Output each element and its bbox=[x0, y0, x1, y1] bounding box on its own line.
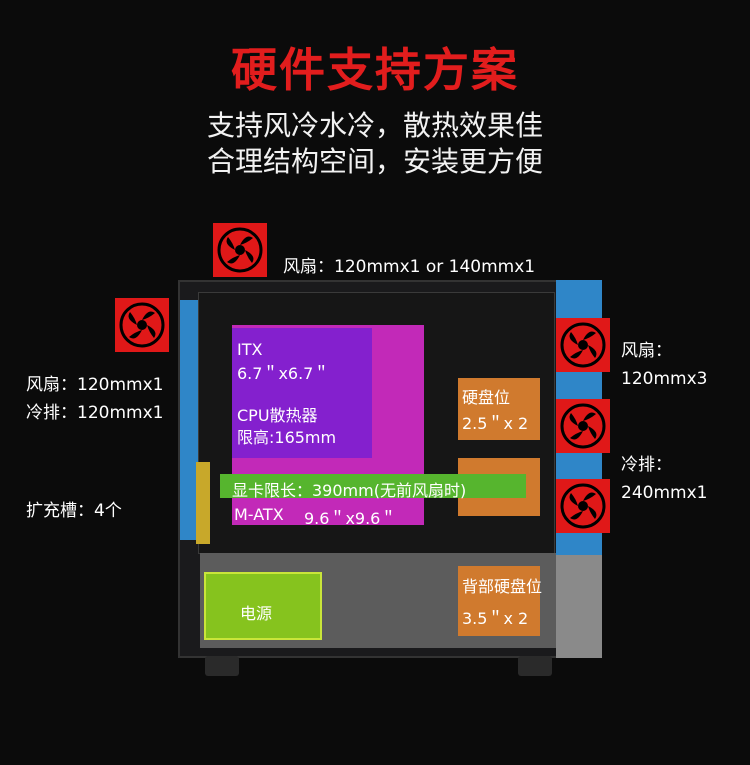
rear-drive-size: 3.5＂x 2 bbox=[462, 609, 529, 628]
itx-size: 6.7＂x6.7＂ bbox=[237, 364, 330, 383]
cooler-limit: 限高:165mm bbox=[237, 428, 337, 447]
psu-zone bbox=[204, 572, 322, 640]
gpu-length-bar bbox=[220, 474, 526, 498]
rear-fan-zone bbox=[180, 300, 198, 540]
front-panel-lower bbox=[556, 555, 602, 658]
page-title: 硬件支持方案 bbox=[231, 43, 519, 97]
fan-icon bbox=[556, 399, 610, 453]
matx-label: M-ATX bbox=[234, 505, 284, 524]
top-fan-label: 风扇：120mmx1 or 140mmx1 bbox=[283, 257, 536, 277]
psu-label: 电源 bbox=[240, 604, 273, 623]
fan-icon bbox=[556, 479, 610, 533]
cooler-label: CPU散热器 bbox=[237, 406, 318, 425]
left-fan-label: 风扇：120mmx1 bbox=[26, 375, 164, 395]
case-foot-left bbox=[205, 656, 239, 676]
itx-board-zone bbox=[232, 328, 372, 458]
left-radiator-label: 冷排：120mmx1 bbox=[26, 403, 164, 423]
rear-drive-title: 背部硬盘位 bbox=[462, 577, 543, 596]
right-radiator-title: 冷排： bbox=[621, 455, 672, 475]
gpu-limit-label: 显卡限长：390mm(无前风扇时) bbox=[232, 481, 467, 500]
fan-icon bbox=[115, 298, 169, 352]
right-radiator-value: 240mmx1 bbox=[621, 483, 708, 503]
fan-icon bbox=[213, 223, 267, 277]
drive-bay-zone bbox=[458, 378, 540, 440]
case-foot-right bbox=[518, 656, 552, 676]
subtitle-line-1: 支持风冷水冷，散热效果佳 bbox=[206, 109, 543, 142]
itx-label: ITX bbox=[237, 340, 263, 359]
right-fan-title: 风扇： bbox=[621, 341, 672, 361]
right-fan-value: 120mmx3 bbox=[621, 369, 708, 389]
drive-bay-title: 硬盘位 bbox=[462, 388, 511, 407]
subtitle-line-2: 合理结构空间，安装更方便 bbox=[206, 145, 543, 178]
rear-drive-zone bbox=[458, 566, 540, 636]
expansion-slots-label: 扩充槽：4个 bbox=[26, 501, 122, 521]
matx-size: 9.6＂x9.6＂ bbox=[304, 509, 397, 528]
drive-bay-size: 2.5＂x 2 bbox=[462, 414, 529, 433]
expansion-slots bbox=[196, 462, 210, 544]
fan-icon bbox=[556, 318, 610, 372]
